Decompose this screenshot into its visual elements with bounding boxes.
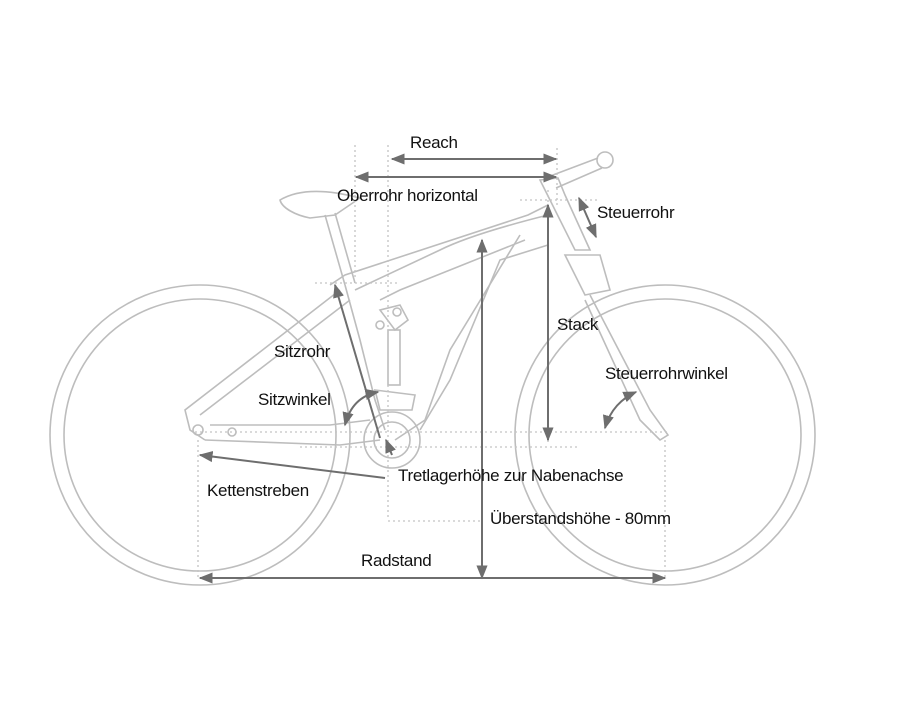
head-tube-arrow — [578, 196, 597, 239]
dimension-arrows — [198, 153, 667, 584]
label-stack: Stack — [557, 315, 599, 334]
label-head-tube-angle: Steuerrohrwinkel — [605, 364, 728, 383]
label-seat-tube: Sitzrohr — [274, 342, 331, 361]
seat-angle-arrow — [342, 388, 380, 427]
label-reach: Reach — [410, 133, 458, 152]
rear-wheel — [49, 284, 351, 586]
label-top-tube-horizontal: Oberrohr horizontal — [337, 186, 478, 205]
chainstay-arrow — [198, 450, 386, 479]
label-chainstays: Kettenstreben — [207, 481, 309, 500]
label-seat-angle: Sitzwinkel — [258, 390, 331, 409]
bb-height-arrow — [385, 438, 396, 456]
seat-tube-arrow — [333, 283, 381, 439]
head-angle-arrow — [602, 391, 638, 430]
label-standover: Überstandshöhe - 80mm — [490, 509, 671, 528]
label-wheelbase: Radstand — [361, 551, 432, 570]
label-head-tube: Steuerrohr — [597, 203, 675, 222]
frame — [184, 151, 670, 469]
label-bb-height: Tretlagerhöhe zur Nabenachse — [398, 466, 624, 485]
